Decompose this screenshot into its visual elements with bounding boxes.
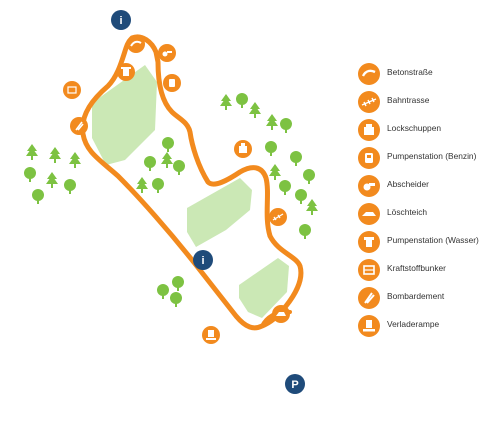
- tree: [299, 224, 311, 239]
- road-icon: [358, 63, 380, 85]
- tree: [161, 152, 173, 168]
- green-area-south: [239, 258, 289, 318]
- loading-ramp-icon: [202, 326, 220, 344]
- tree: [303, 169, 315, 184]
- water-pump-icon: [117, 63, 135, 81]
- parking-marker-label: P: [291, 379, 298, 391]
- tree: [220, 94, 232, 110]
- legend-label: Löschteich: [387, 207, 428, 217]
- tree: [162, 137, 174, 152]
- legend-item-bombing: Bombardement: [357, 286, 497, 314]
- tree: [306, 199, 318, 215]
- legend-label: Lockschuppen: [387, 123, 442, 133]
- green-area-north: [92, 65, 157, 165]
- separator-icon: [358, 175, 380, 197]
- fire-pond-icon: [272, 305, 290, 323]
- bombing-icon: [70, 117, 88, 135]
- tree: [64, 179, 76, 194]
- loading-ramp-icon: [358, 315, 380, 337]
- legend-item-fire-pond: Löschteich: [357, 202, 497, 230]
- fuel-pump-icon: [358, 147, 380, 169]
- separator-icon: [158, 44, 176, 62]
- legend-item-fuel-bunker: Kraftstoffbunker: [357, 258, 497, 286]
- legend-item-locomotive-shed: Lockschuppen: [357, 118, 497, 146]
- tree: [236, 93, 248, 108]
- legend-label: Pumpenstation (Benzin): [387, 151, 477, 161]
- legend-label: Betonstraße: [387, 67, 433, 77]
- legend-item-loading-ramp: Verladerampe: [357, 314, 497, 342]
- legend-label: Verladerampe: [387, 319, 440, 329]
- locomotive-shed-icon: [358, 119, 380, 141]
- legend-item-fuel-pump: Pumpenstation (Benzin): [357, 146, 497, 174]
- railway-icon: [269, 208, 287, 226]
- tree: [170, 292, 182, 307]
- green-area-middle: [187, 178, 252, 247]
- tree: [69, 152, 81, 168]
- tree: [136, 177, 148, 193]
- legend-label: Bombardement: [387, 291, 445, 301]
- legend-label: Abscheider: [387, 179, 429, 189]
- water-pump-icon: [358, 231, 380, 253]
- railway-icon: [358, 91, 380, 113]
- legend-label: Bahntrasse: [387, 95, 430, 105]
- tree: [24, 167, 36, 182]
- legend: Betonstraße Bahntrasse Lockschuppen Pump…: [357, 62, 497, 342]
- fuel-pump-icon: [163, 74, 181, 92]
- tree: [295, 189, 307, 204]
- legend-item-separator: Abscheider: [357, 174, 497, 202]
- fuel-bunker-icon: [358, 259, 380, 281]
- tree: [279, 180, 291, 195]
- tree: [172, 276, 184, 291]
- tree: [144, 156, 156, 171]
- legend-item-water-pump: Pumpenstation (Wasser): [357, 230, 497, 258]
- tree: [152, 178, 164, 193]
- tree: [46, 172, 58, 188]
- legend-label: Kraftstoffbunker: [387, 263, 446, 273]
- tree: [26, 144, 38, 160]
- green-areas: [92, 65, 289, 318]
- legend-item-railway: Bahntrasse: [357, 90, 497, 118]
- info-marker-middle[interactable]: i: [193, 250, 213, 270]
- tree: [249, 102, 261, 118]
- tree: [157, 284, 169, 299]
- road-icon: [127, 35, 145, 53]
- parking-marker[interactable]: P: [285, 374, 305, 394]
- fire-pond-icon: [358, 203, 380, 225]
- tree: [266, 114, 278, 130]
- info-marker-label: i: [119, 15, 122, 27]
- tree: [32, 189, 44, 204]
- map-station-icons: [63, 35, 290, 344]
- bombing-icon: [358, 287, 380, 309]
- tree: [280, 118, 292, 133]
- legend-label: Pumpenstation (Wasser): [387, 235, 479, 245]
- tree: [290, 151, 302, 166]
- tree: [173, 160, 185, 175]
- fuel-bunker-icon: [63, 81, 81, 99]
- locomotive-shed-icon: [234, 140, 252, 158]
- legend-item-road: Betonstraße: [357, 62, 497, 90]
- info-marker-label: i: [201, 255, 204, 267]
- tree: [49, 147, 61, 163]
- info-marker-north[interactable]: i: [111, 10, 131, 30]
- tree: [269, 164, 281, 180]
- tree: [265, 141, 277, 156]
